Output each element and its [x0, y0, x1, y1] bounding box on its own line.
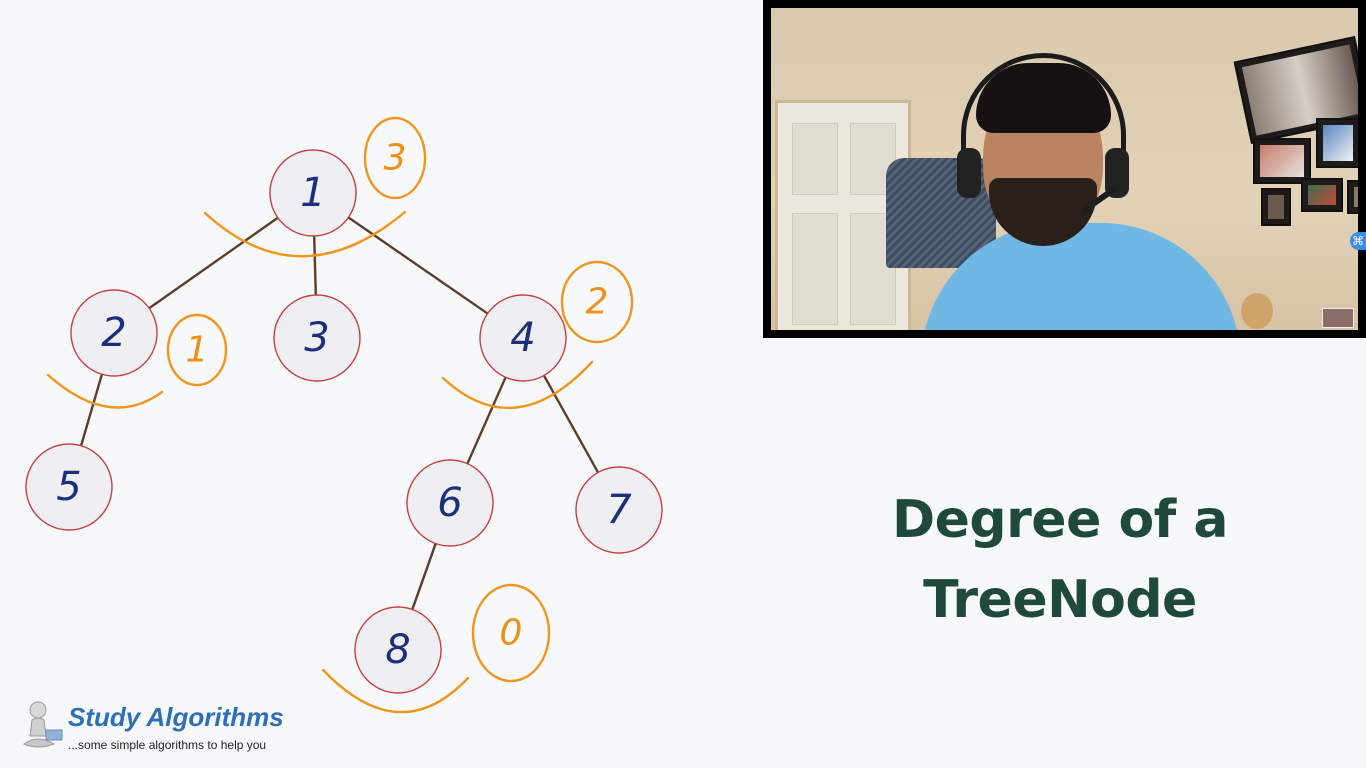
tree-node-1: 1 [269, 149, 357, 237]
tree-node-5: 5 [25, 443, 113, 531]
children-bracket-arc [321, 668, 470, 714]
degree-annotation-node-1: 3 [363, 116, 427, 200]
tree-nodes: 1 2 3 4 5 6 7 8 [25, 149, 663, 694]
command-icon[interactable]: ⌘ [1350, 232, 1366, 250]
tree-edges [79, 216, 600, 611]
node-circle [575, 466, 663, 554]
tree-edge-2-5 [79, 373, 104, 447]
node-label: 6 [437, 480, 462, 526]
degree-ring [471, 583, 551, 683]
slide-title-line-1: Degree of a [892, 490, 1228, 550]
degree-value: 3 [384, 138, 407, 179]
node-label: 4 [510, 315, 535, 361]
tree-edge-1-4 [347, 216, 489, 315]
node-label: 7 [606, 487, 632, 533]
tree-edge-1-2 [147, 216, 280, 310]
node-circle [479, 294, 567, 382]
node-circle [406, 459, 494, 547]
node-circle [70, 289, 158, 377]
tree-edge-4-6 [466, 376, 507, 465]
meditating-figure-icon [22, 701, 63, 748]
headset-icon [961, 53, 1126, 183]
node-label: 1 [300, 170, 325, 216]
picture-frame [1316, 118, 1358, 168]
headset-earcup [957, 148, 981, 198]
node-label: 5 [56, 464, 81, 510]
slide-title: Degree of a TreeNode [860, 480, 1260, 640]
node-circle [269, 149, 357, 237]
degree-annotations: 3 1 2 0 [166, 116, 634, 683]
picture-frame [1347, 180, 1358, 214]
tree-node-3: 3 [273, 294, 361, 382]
degree-ring [363, 116, 427, 200]
self-view-thumbnail[interactable] [1322, 308, 1354, 328]
node-label: 8 [385, 627, 410, 673]
node-label: 3 [304, 315, 329, 361]
degree-ring [166, 313, 228, 387]
picture-frame [1261, 188, 1291, 226]
slide-title-line-2: TreeNode [923, 570, 1197, 630]
degree-value: 2 [586, 282, 609, 323]
tree-node-2: 2 [70, 289, 158, 377]
degree-ring [560, 260, 634, 344]
node-circle [354, 606, 442, 694]
degree-value: 1 [186, 330, 209, 371]
study-algorithms-logo: Study Algorithms ...some simple algorith… [22, 700, 322, 760]
degree-annotation-node-8: 0 [471, 583, 551, 683]
brand-tagline: ...some simple algorithms to help you [68, 738, 267, 752]
picture-frame [1253, 138, 1311, 184]
children-bracket-arc [203, 210, 407, 258]
children-bracket-arc [441, 360, 594, 410]
webcam-panel [763, 0, 1366, 338]
tree-node-6: 6 [406, 459, 494, 547]
children-bracket-arc [46, 373, 164, 409]
degree-value: 0 [500, 613, 523, 654]
degree-arcs [46, 210, 594, 714]
degree-annotation-node-2: 1 [166, 313, 228, 387]
tree-edge-1-3 [312, 234, 318, 297]
teddy-bear [1241, 293, 1273, 329]
brand-name: Study Algorithms [68, 702, 284, 732]
picture-frame [1301, 178, 1343, 212]
degree-annotation-node-4: 2 [560, 260, 634, 344]
node-label: 2 [101, 310, 126, 356]
tree-edge-6-8 [411, 542, 437, 611]
node-circle [25, 443, 113, 531]
tree-node-4: 4 [479, 294, 567, 382]
node-circle [273, 294, 361, 382]
tree-edge-4-7 [542, 374, 600, 474]
tree-node-8: 8 [354, 606, 442, 694]
tree-node-7: 7 [575, 466, 663, 554]
webcam-feed [771, 8, 1358, 330]
